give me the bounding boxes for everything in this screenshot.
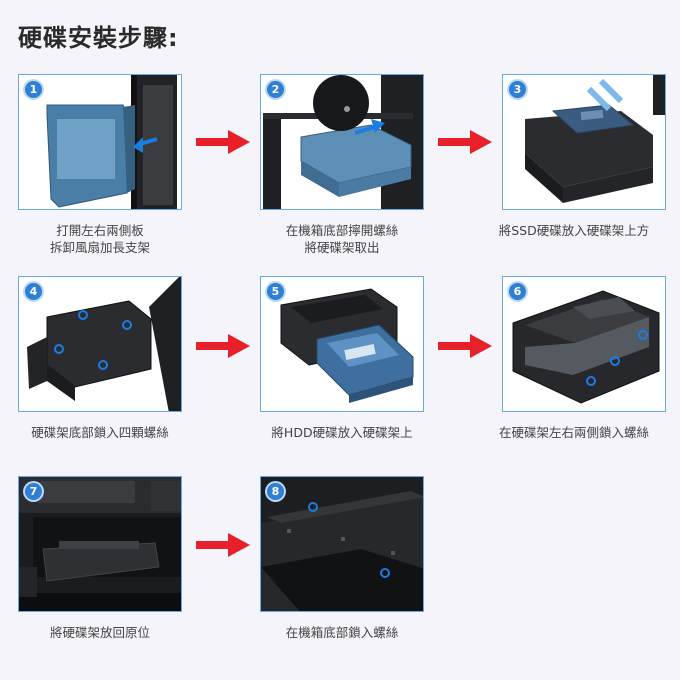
step-2-image: 2	[260, 74, 424, 210]
arrow-right-icon	[438, 130, 492, 154]
step-3-badge: 3	[509, 81, 526, 98]
step-3-image: 3	[502, 74, 666, 210]
step-8-image: 8	[260, 476, 424, 612]
step-7-image: 7	[18, 476, 182, 612]
step-2-caption-line: 在機箱底部擰開螺絲	[285, 223, 399, 238]
step-4-caption: 硬碟架底部鎖入四顆螺絲	[0, 424, 200, 441]
arrow-right-icon	[196, 533, 250, 557]
step-5-caption-line: 將HDD硬碟放入硬碟架上	[271, 425, 413, 440]
step-8-caption-line: 在機箱底部鎖入螺絲	[285, 625, 399, 640]
step-4-caption-line: 硬碟架底部鎖入四顆螺絲	[31, 425, 169, 440]
step-2-caption: 在機箱底部擰開螺絲 將硬碟架取出	[242, 222, 442, 256]
step-5-caption: 將HDD硬碟放入硬碟架上	[242, 424, 442, 441]
page-title: 硬碟安裝步驟:	[18, 24, 179, 52]
step-7-caption-line: 將硬碟架放回原位	[49, 625, 150, 640]
step-3-caption: 將SSD硬碟放入硬碟架上方	[474, 222, 674, 239]
step-5-badge: 5	[267, 283, 284, 300]
step-1-caption-line: 打開左右兩側板	[56, 223, 144, 238]
step-7-caption: 將硬碟架放回原位	[0, 624, 200, 641]
step-6-badge: 6	[509, 283, 526, 300]
step-6-caption-line: 在硬碟架左右兩側鎖入螺絲	[498, 425, 649, 440]
step-8-caption: 在機箱底部鎖入螺絲	[242, 624, 442, 641]
step-1-badge: 1	[25, 81, 42, 98]
step-5-image: 5	[260, 276, 424, 412]
arrow-right-icon	[196, 334, 250, 358]
step-8-badge: 8	[267, 483, 284, 500]
step-6-image: 6	[502, 276, 666, 412]
step-6-caption: 在硬碟架左右兩側鎖入螺絲	[474, 424, 674, 441]
step-2-caption-line: 將硬碟架取出	[304, 240, 380, 255]
step-1-image: 1	[18, 74, 182, 210]
step-4-badge: 4	[25, 283, 42, 300]
step-1-caption: 打開左右兩側板 拆卸風扇加長支架	[0, 222, 200, 256]
step-2-badge: 2	[267, 81, 284, 98]
step-7-badge: 7	[25, 483, 42, 500]
arrow-right-icon	[438, 334, 492, 358]
arrow-right-icon	[196, 130, 250, 154]
step-4-image: 4	[18, 276, 182, 412]
step-3-caption-line: 將SSD硬碟放入硬碟架上方	[498, 223, 650, 238]
step-1-caption-line: 拆卸風扇加長支架	[49, 240, 150, 255]
